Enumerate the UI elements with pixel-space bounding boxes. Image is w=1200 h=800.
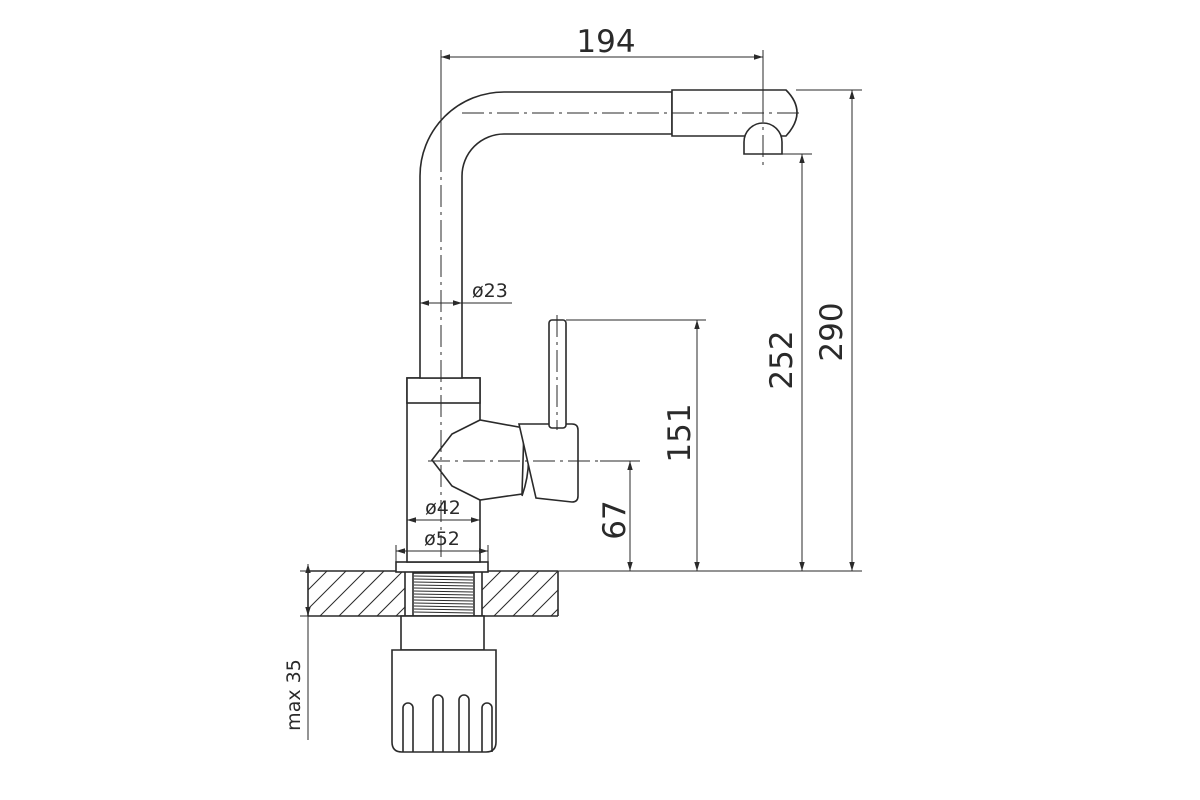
spout (419, 89, 798, 379)
dim-base-diameter: ø52 (424, 528, 460, 550)
countertop-hatching (307, 570, 559, 617)
dimensions (300, 50, 862, 740)
body-collar (406, 377, 481, 404)
dim-body-diameter: ø42 (425, 497, 461, 519)
lever-block (517, 423, 579, 503)
dim-spout-reach: 194 (576, 24, 635, 60)
dim-lever-height: 67 (597, 500, 633, 539)
dimension-labels: 194 ø23 ø42 ø52 67 151 252 290 max 35 (283, 24, 850, 731)
dim-handle-height: 151 (662, 403, 698, 462)
dim-pipe-diameter: ø23 (472, 280, 508, 302)
dim-max-thickness: max 35 (283, 659, 305, 731)
flange (395, 561, 489, 573)
center-lines (428, 100, 800, 560)
spout-pipe (419, 91, 673, 379)
faucet-body (406, 319, 579, 563)
dim-total-height: 290 (814, 302, 850, 361)
nut-upper (400, 615, 485, 651)
mounting-assembly (391, 561, 497, 753)
nut-lower (391, 649, 497, 753)
thread-lines (413, 575, 474, 614)
dim-outlet-height: 252 (764, 330, 800, 389)
